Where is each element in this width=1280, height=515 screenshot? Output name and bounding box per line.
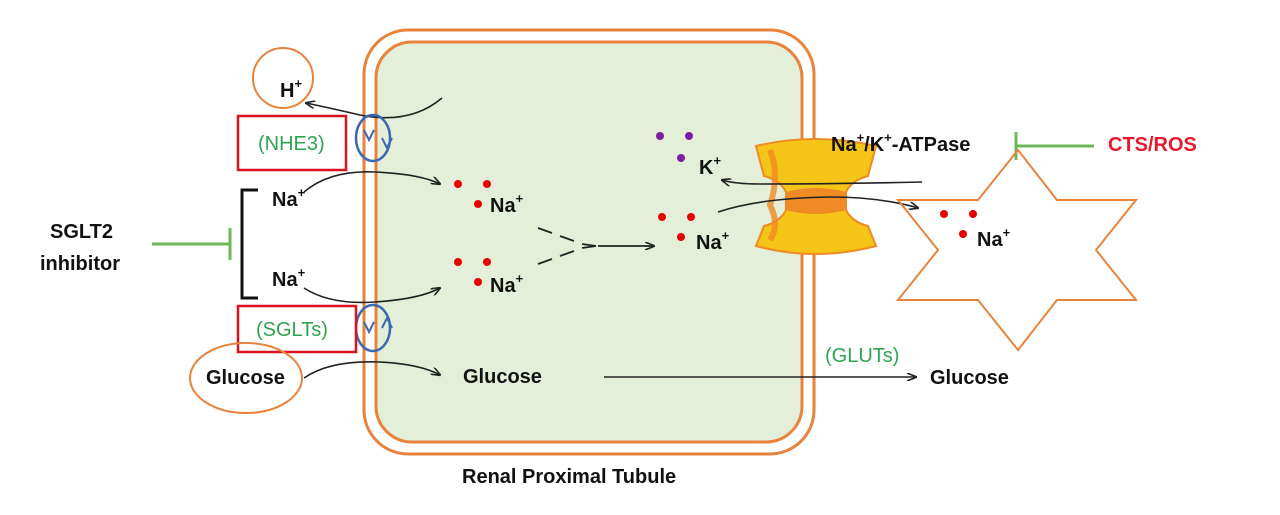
cts-ros-inhibition-line [1014, 132, 1094, 160]
extracellular-na-star [895, 148, 1139, 352]
na-influx-arrow-lower [303, 288, 440, 304]
glucose-label-blood: Glucose [930, 367, 1009, 389]
na-label-cell-upper: Na+ [490, 191, 524, 217]
h-plus-highlight-circle [252, 47, 314, 109]
na-k-atpase-label: Na+/K+-ATPase [831, 130, 971, 156]
na-k-atpase-pump-icon [754, 138, 878, 255]
na-label-left-upper: Na+ [272, 185, 306, 211]
na-converge-arrows [537, 227, 654, 265]
na-dots-center [658, 213, 695, 241]
k-influx-arrow [722, 180, 923, 184]
sglt2-bracket [240, 188, 258, 300]
na-dots-lower [454, 258, 491, 286]
sglt2-inhibition-line [152, 228, 232, 260]
na-label-cell-lower: Na+ [490, 271, 524, 297]
na-dots-extracellular [940, 210, 977, 238]
nhe3-highlight-box [236, 114, 348, 172]
diagram-title: Renal Proximal Tubule [462, 466, 677, 488]
na-label-cell-center: Na+ [696, 228, 730, 254]
k-label: K+ [699, 153, 722, 179]
h-plus-label: H+ [280, 76, 303, 102]
sglt2-inhibitor-label-line2: inhibitor [40, 253, 120, 275]
sglts-label: (SGLTs) [256, 319, 328, 341]
proximal-tubule-cell [362, 28, 816, 456]
gluts-label: (GLUTs) [825, 345, 900, 367]
na-label-extracellular: Na+ [977, 225, 1011, 251]
na-dots-upper [454, 180, 491, 208]
glucose-highlight-ellipse [189, 342, 303, 414]
sglt2-inhibitor-label-line1: SGLT2 [50, 221, 113, 243]
nhe3-label: (NHE3) [258, 133, 325, 155]
h-efflux-arrow [306, 97, 443, 119]
nhe3-transporter-cycle-icon [354, 113, 393, 163]
glucose-influx-arrow [303, 361, 440, 379]
na-label-left-lower: Na+ [272, 265, 306, 291]
k-dots [656, 132, 693, 162]
sglts-highlight-box [236, 304, 358, 354]
na-influx-arrow-upper [303, 171, 440, 193]
cts-ros-label: CTS/ROS [1108, 134, 1197, 156]
na-efflux-arrow [717, 196, 918, 213]
glucose-label-cell: Glucose [463, 366, 542, 388]
glucose-label-lumen: Glucose [206, 367, 285, 389]
